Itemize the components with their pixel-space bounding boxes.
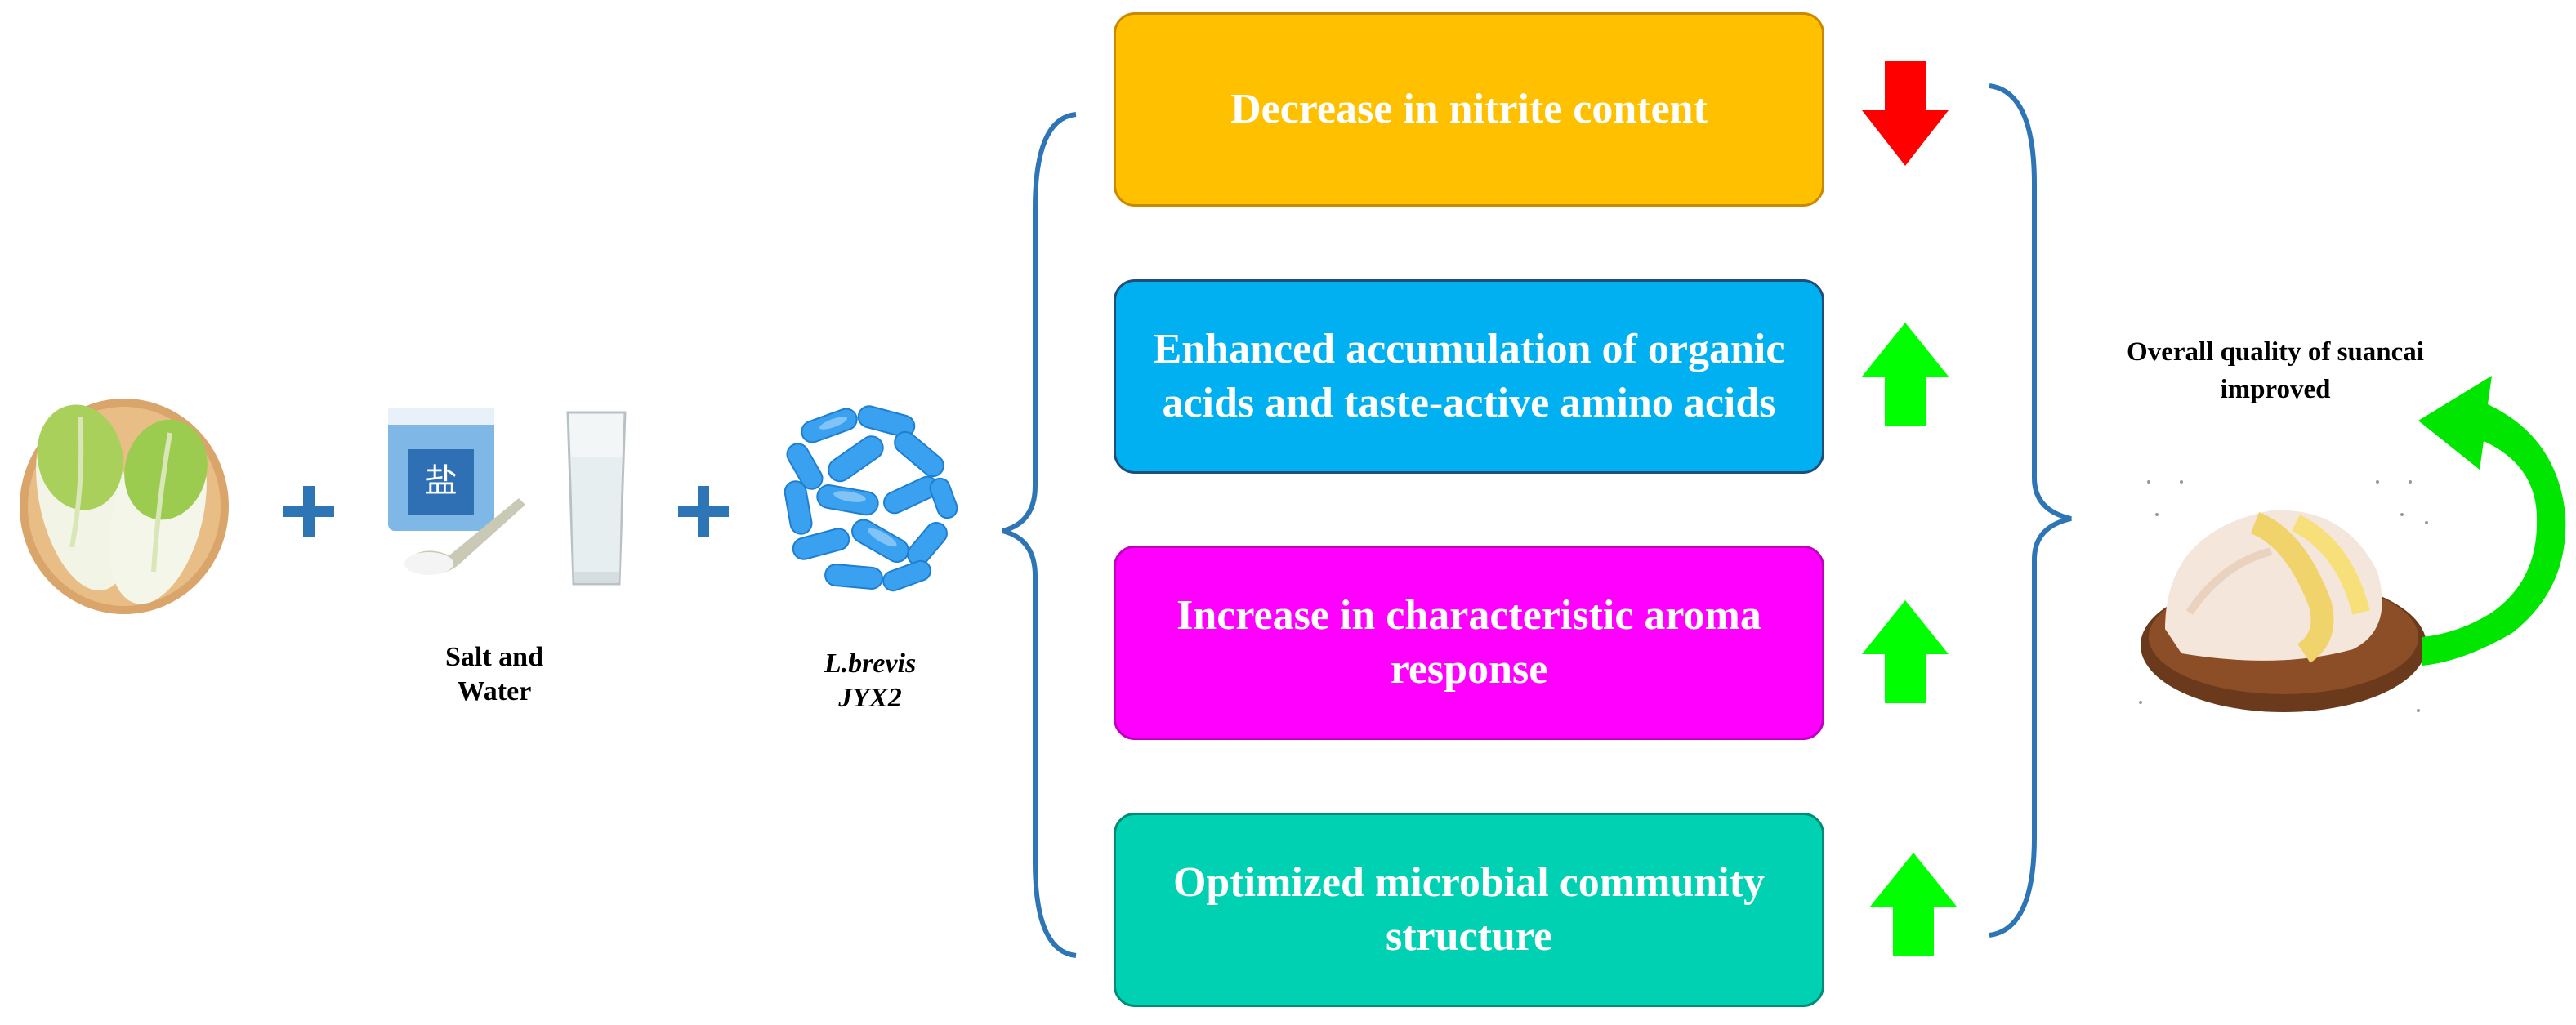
right-brace bbox=[1985, 82, 2075, 939]
arrow-up-icon bbox=[1860, 599, 1950, 705]
plus-icon bbox=[678, 486, 729, 537]
effect-box-aroma: Increase in characteristic aroma respons… bbox=[1114, 546, 1824, 740]
outcome-title-line2: improved bbox=[2220, 375, 2331, 404]
cabbage-image bbox=[15, 384, 234, 621]
outcome-title-line1: Overall quality of suancai bbox=[2127, 337, 2424, 367]
water-glass-image bbox=[564, 408, 629, 592]
effect-text-aroma: Increase in characteristic aroma respons… bbox=[1176, 592, 1761, 693]
arrow-down-icon bbox=[1860, 61, 1950, 167]
bacteria-label: L.brevis JYX2 bbox=[784, 647, 956, 715]
salt-water-label: Salt and Water bbox=[413, 640, 576, 709]
plus-icon bbox=[283, 486, 334, 537]
salt-bag-text: 盐 bbox=[425, 462, 458, 500]
suancai-image bbox=[2132, 474, 2435, 727]
curved-arrow-icon bbox=[2414, 351, 2574, 670]
bacteria-label-line1: L.brevis bbox=[824, 648, 917, 679]
salt-water-label-line2: Water bbox=[457, 676, 532, 706]
effect-text-microbial: Optimized microbial community structure bbox=[1172, 859, 1766, 960]
salt-water-label-line1: Salt and bbox=[445, 642, 543, 672]
effect-box-nitrite: Decrease in nitrite content bbox=[1114, 12, 1824, 207]
effect-box-microbial: Optimized microbial community structure bbox=[1114, 813, 1824, 1007]
bacteria-label-line2: JYX2 bbox=[838, 683, 902, 713]
effect-text-nitrite: Decrease in nitrite content bbox=[1230, 86, 1708, 132]
left-brace bbox=[998, 110, 1080, 960]
arrow-up-icon bbox=[1860, 321, 1950, 427]
salt-bag-image: 盐 bbox=[372, 400, 531, 588]
arrow-up-icon bbox=[1868, 851, 1958, 957]
effect-box-organic-acids: Enhanced accumulation of organic acids a… bbox=[1114, 279, 1824, 474]
outcome-title: Overall quality of suancai improved bbox=[2092, 333, 2459, 408]
bacteria-image bbox=[768, 399, 968, 599]
effect-text-organic-acids: Enhanced accumulation of organic acids a… bbox=[1153, 326, 1785, 426]
